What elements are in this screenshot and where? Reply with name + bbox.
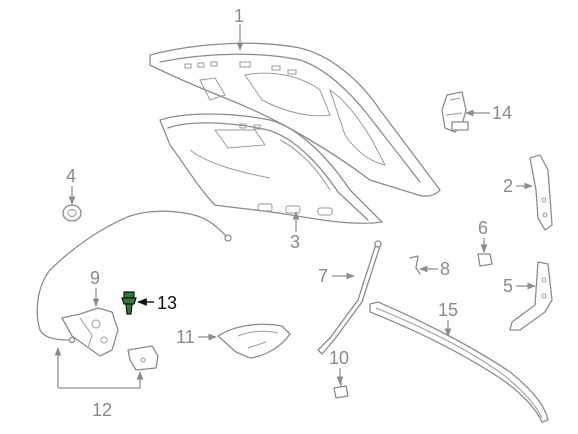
callout-10: 10 xyxy=(329,348,349,368)
hood-release-cable[interactable] xyxy=(36,210,232,344)
callout-9: 9 xyxy=(90,268,100,288)
callout-1: 1 xyxy=(234,6,244,26)
callout-15: 15 xyxy=(438,300,458,320)
latch-support-bracket[interactable] xyxy=(509,261,553,331)
bolt-6[interactable] xyxy=(477,245,493,267)
hood-support-strut[interactable] xyxy=(317,240,382,355)
bolt-10[interactable] xyxy=(333,379,349,399)
latch-bracket[interactable] xyxy=(127,345,159,371)
clip-8[interactable] xyxy=(409,255,421,275)
callout-14: 14 xyxy=(492,103,512,123)
fastener-13-highlighted[interactable] xyxy=(121,291,137,315)
hood-bumper-stop[interactable] xyxy=(62,204,82,222)
callout-11: 11 xyxy=(176,327,195,347)
hood-side-bracket[interactable] xyxy=(529,154,553,231)
callout-4: 4 xyxy=(66,166,76,186)
hood-latch[interactable] xyxy=(61,307,119,357)
callout-13: 13 xyxy=(157,293,177,313)
callout-6: 6 xyxy=(478,218,488,238)
callout-5: 5 xyxy=(503,276,513,296)
callout-2: 2 xyxy=(503,176,513,196)
callout-8: 8 xyxy=(440,259,450,279)
safety-catch[interactable] xyxy=(217,323,291,359)
hood-outer-panel[interactable] xyxy=(149,42,441,197)
leader-lines xyxy=(54,24,536,389)
hood-hinge-bracket[interactable] xyxy=(441,91,469,133)
callout-7: 7 xyxy=(318,266,328,286)
callout-12: 12 xyxy=(92,400,112,420)
callout-3: 3 xyxy=(290,232,300,252)
